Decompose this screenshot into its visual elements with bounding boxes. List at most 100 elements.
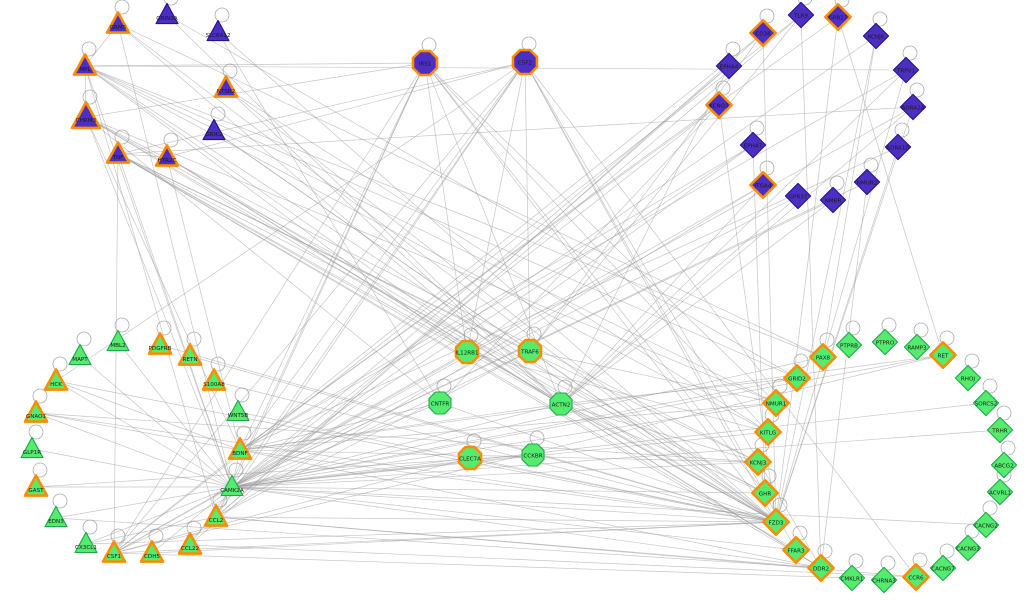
node-ADRA2A[interactable]: ADRA2A bbox=[899, 93, 927, 121]
node-KCNQ3[interactable]: KCNQ3 bbox=[705, 91, 733, 119]
triangle-shape[interactable] bbox=[23, 400, 49, 423]
node-CMKLR1[interactable]: CMKLR1 bbox=[838, 564, 866, 592]
diamond-shape[interactable] bbox=[783, 364, 811, 392]
diamond-shape[interactable] bbox=[749, 171, 777, 199]
node-HTR2C[interactable]: HTR2C bbox=[154, 144, 180, 167]
triangle-shape[interactable] bbox=[105, 141, 131, 164]
node-TRHR[interactable]: TRHR bbox=[986, 416, 1014, 444]
node-CCL2[interactable]: CCL2 bbox=[203, 504, 229, 527]
triangle-shape[interactable] bbox=[101, 540, 127, 563]
diamond-shape[interactable] bbox=[824, 3, 852, 31]
node-TRAF6[interactable]: TRAF6 bbox=[517, 338, 543, 364]
node-PDGFRB[interactable]: PDGFRB bbox=[147, 332, 173, 355]
node-CACNG3[interactable]: CACNG3 bbox=[954, 534, 982, 562]
diamond-shape[interactable] bbox=[754, 418, 782, 446]
diamond-shape[interactable] bbox=[902, 563, 930, 591]
node-TLR9[interactable]: TLR9 bbox=[787, 1, 815, 29]
diamond-shape[interactable] bbox=[986, 478, 1014, 506]
triangle-shape[interactable] bbox=[155, 2, 179, 25]
octagon-shape[interactable] bbox=[521, 443, 545, 467]
diamond-shape[interactable] bbox=[986, 416, 1014, 444]
diamond-shape[interactable] bbox=[762, 508, 790, 536]
triangle-shape[interactable] bbox=[177, 343, 203, 366]
triangle-shape[interactable] bbox=[74, 531, 98, 554]
octagon-shape[interactable] bbox=[457, 445, 483, 471]
diamond-shape[interactable] bbox=[762, 389, 790, 417]
node-GRIK2[interactable]: GRIK2 bbox=[202, 118, 226, 141]
node-ACTN2[interactable]: ACTN2 bbox=[549, 392, 573, 416]
triangle-shape[interactable] bbox=[44, 505, 68, 528]
triangle-shape[interactable] bbox=[202, 118, 226, 141]
octagon-shape[interactable] bbox=[428, 391, 452, 415]
triangle-shape[interactable] bbox=[106, 329, 130, 352]
node-GAST[interactable]: GAST bbox=[23, 474, 49, 497]
node-NMBR[interactable]: NMBR bbox=[819, 186, 847, 214]
diamond-shape[interactable] bbox=[954, 364, 982, 392]
node-RHOJ[interactable]: RHOJ bbox=[954, 364, 982, 392]
node-SORCS2[interactable]: SORCS2 bbox=[972, 389, 1000, 417]
node-MPL[interactable]: MPL bbox=[72, 53, 98, 76]
triangle-shape[interactable] bbox=[227, 437, 253, 460]
diamond-shape[interactable] bbox=[715, 52, 743, 80]
node-FZD3[interactable]: FZD3 bbox=[762, 508, 790, 536]
triangle-shape[interactable] bbox=[226, 399, 250, 422]
node-CD38[interactable]: CD38 bbox=[749, 19, 777, 47]
node-RAMP3[interactable]: RAMP3 bbox=[903, 333, 931, 361]
diamond-shape[interactable] bbox=[751, 479, 779, 507]
node-SLC6A12[interactable]: SLC6A12 bbox=[205, 19, 231, 42]
diamond-shape[interactable] bbox=[903, 333, 931, 361]
octagon-shape[interactable] bbox=[454, 339, 480, 365]
triangle-shape[interactable] bbox=[154, 144, 180, 167]
diamond-shape[interactable] bbox=[853, 168, 881, 196]
triangle-shape[interactable] bbox=[68, 343, 92, 366]
diamond-shape[interactable] bbox=[819, 186, 847, 214]
node-PAX8[interactable]: PAX8 bbox=[809, 343, 837, 371]
node-KITLG[interactable]: KITLG bbox=[754, 418, 782, 446]
diamond-shape[interactable] bbox=[929, 554, 957, 582]
node-GRM5[interactable]: GRM5 bbox=[105, 11, 131, 34]
triangle-shape[interactable] bbox=[72, 53, 98, 76]
diamond-shape[interactable] bbox=[838, 564, 866, 592]
triangle-shape[interactable] bbox=[43, 368, 69, 391]
octagon-shape[interactable] bbox=[517, 338, 543, 364]
diamond-shape[interactable] bbox=[899, 93, 927, 121]
node-IRS1[interactable]: IRS1 bbox=[411, 49, 439, 77]
node-EPHA7[interactable]: EPHA7 bbox=[739, 131, 767, 159]
triangle-shape[interactable] bbox=[206, 19, 230, 42]
diamond-shape[interactable] bbox=[744, 448, 772, 476]
node-GPR17[interactable]: GPR17 bbox=[824, 3, 852, 31]
diamond-shape[interactable] bbox=[807, 554, 835, 582]
node-CCKBR[interactable]: CCKBR bbox=[521, 443, 545, 467]
node-CLEC7A[interactable]: CLEC7A bbox=[457, 445, 483, 471]
diamond-shape[interactable] bbox=[884, 133, 912, 161]
node-GLP1R[interactable]: GLP1R bbox=[20, 436, 44, 459]
node-MAPT[interactable]: MAPT bbox=[68, 343, 92, 366]
node-GNAO1[interactable]: GNAO1 bbox=[23, 400, 49, 423]
node-ADRA1D[interactable]: ADRA1D bbox=[884, 133, 912, 161]
node-EPHA4[interactable]: EPHA4 bbox=[715, 52, 743, 80]
triangle-shape[interactable] bbox=[203, 504, 229, 527]
node-ABCG2[interactable]: ABCG2 bbox=[990, 451, 1018, 479]
node-KCNJ6[interactable]: KCNJ6 bbox=[862, 22, 890, 50]
node-CSF2[interactable]: CSF2 bbox=[511, 48, 539, 76]
diamond-shape[interactable] bbox=[870, 566, 898, 594]
diamond-shape[interactable] bbox=[835, 331, 863, 359]
node-GPR37[interactable]: GPR37 bbox=[784, 182, 812, 210]
node-CHRNA3[interactable]: CHRNA3 bbox=[870, 566, 898, 594]
diamond-shape[interactable] bbox=[929, 341, 957, 369]
node-S100A8[interactable]: S100A8 bbox=[201, 368, 227, 391]
diamond-shape[interactable] bbox=[871, 328, 899, 356]
diamond-shape[interactable] bbox=[972, 511, 1000, 539]
triangle-shape[interactable] bbox=[70, 101, 102, 130]
diamond-shape[interactable] bbox=[739, 131, 767, 159]
diamond-shape[interactable] bbox=[787, 1, 815, 29]
node-RET[interactable]: RET bbox=[929, 341, 957, 369]
triangle-shape[interactable] bbox=[20, 436, 44, 459]
node-CCR6[interactable]: CCR6 bbox=[902, 563, 930, 591]
triangle-shape[interactable] bbox=[177, 532, 203, 555]
diamond-shape[interactable] bbox=[749, 19, 777, 47]
diamond-shape[interactable] bbox=[782, 536, 810, 564]
node-CACNG2[interactable]: CACNG2 bbox=[972, 511, 1000, 539]
triangle-shape[interactable] bbox=[213, 75, 239, 98]
node-GRIN3A[interactable]: GRIN3A bbox=[155, 2, 179, 25]
